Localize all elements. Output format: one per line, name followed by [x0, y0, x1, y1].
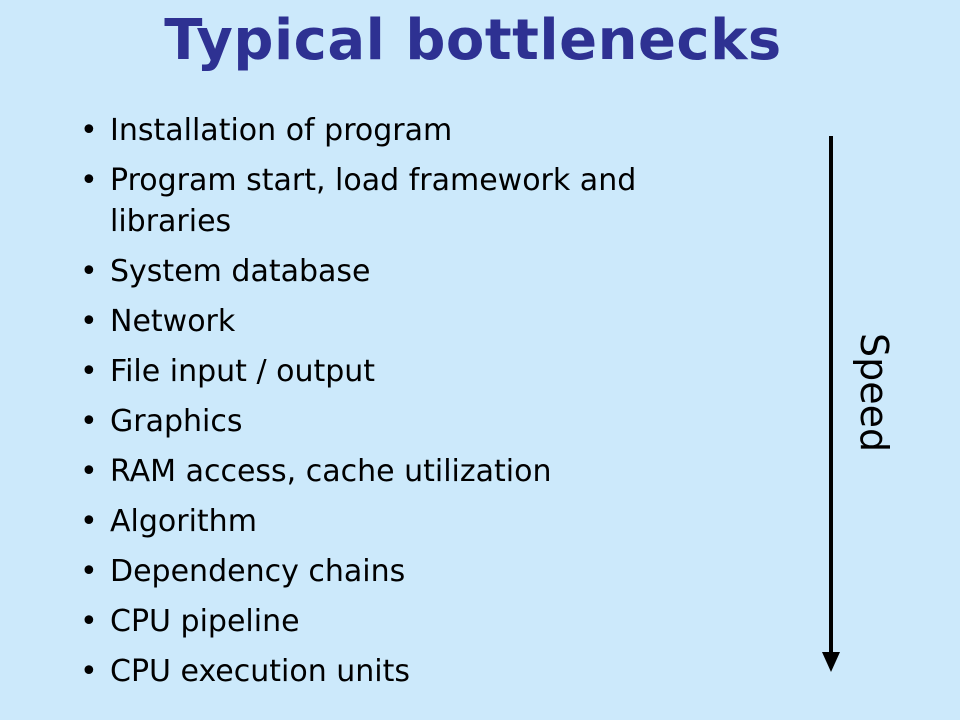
- list-item-text: File input / output: [110, 354, 376, 389]
- bullet-icon: •: [80, 404, 98, 439]
- list-item-text: Network: [110, 304, 236, 339]
- list-item: • CPU execution units: [76, 651, 756, 692]
- bottleneck-list: • Installation of program • Program start,…: [76, 110, 756, 701]
- list-item-text: System database: [110, 254, 371, 289]
- list-item: • System database: [76, 251, 756, 292]
- list-item: • Network: [76, 301, 756, 342]
- bullet-icon: •: [80, 304, 98, 339]
- list-item: • Dependency chains: [76, 551, 756, 592]
- bullet-icon: •: [80, 354, 98, 389]
- list-item-text: Installation of program: [110, 113, 453, 148]
- list-item-text: Dependency chains: [110, 554, 406, 589]
- list-item-text: CPU pipeline: [110, 604, 300, 639]
- list-item: • File input / output: [76, 351, 756, 392]
- list-item: • Installation of program: [76, 110, 756, 151]
- list-item: • Graphics: [76, 401, 756, 442]
- speed-label: Speed: [852, 333, 896, 453]
- list-item-text: Algorithm: [110, 504, 257, 539]
- list-item: • CPU pipeline: [76, 601, 756, 642]
- list-item-text: Graphics: [110, 404, 243, 439]
- bullet-icon: •: [80, 454, 98, 489]
- bullet-icon: •: [80, 504, 98, 539]
- list-item-text: Program start, load framework and librar…: [110, 163, 637, 239]
- list-item: • Algorithm: [76, 501, 756, 542]
- list-item: • Program start, load framework and libra…: [76, 160, 756, 242]
- bullet-icon: •: [80, 163, 98, 198]
- list-item-text: RAM access, cache utilization: [110, 454, 552, 489]
- bullet-icon: •: [80, 113, 98, 148]
- bullet-icon: •: [80, 554, 98, 589]
- down-arrow-icon: [822, 136, 840, 672]
- list-item-text: CPU execution units: [110, 654, 411, 689]
- list-item: • RAM access, cache utilization: [76, 451, 756, 492]
- bullet-icon: •: [80, 254, 98, 289]
- slide-title: Typical bottlenecks: [164, 8, 782, 73]
- bullet-icon: •: [80, 604, 98, 639]
- speed-indicator: [800, 130, 920, 680]
- bullet-icon: •: [80, 654, 98, 689]
- arrow-head: [822, 652, 840, 672]
